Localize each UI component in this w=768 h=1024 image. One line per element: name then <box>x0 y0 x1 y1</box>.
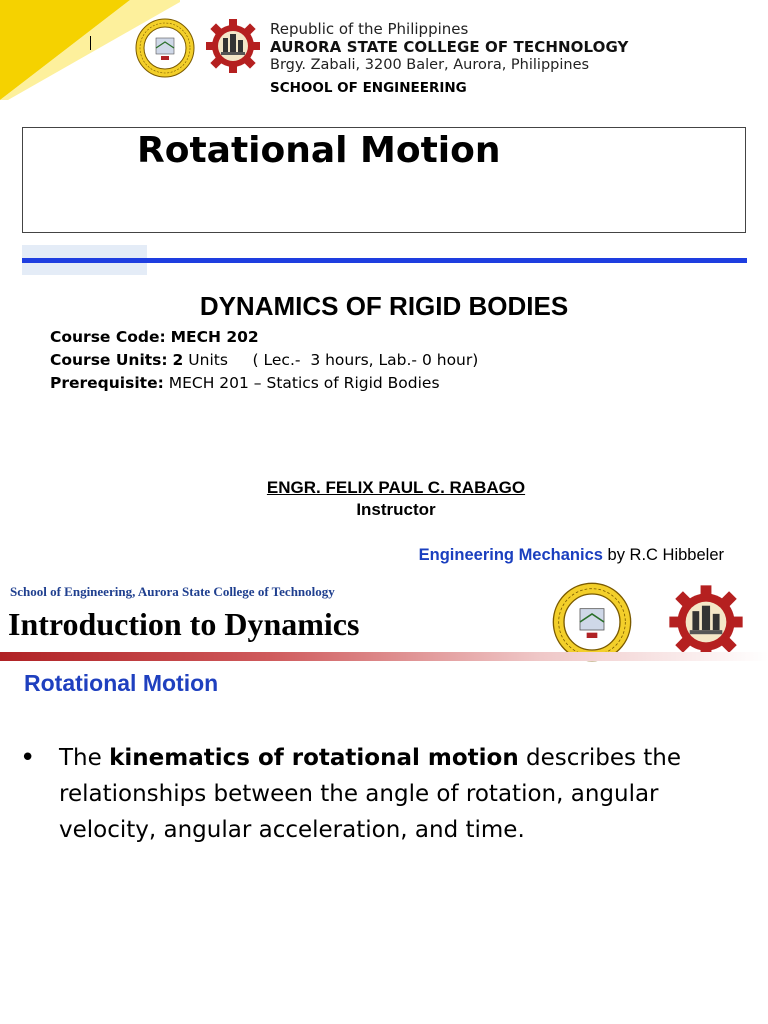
course-code-label: Course Code: <box>50 328 166 346</box>
bullet-text-emphasis: kinematics of rotational motion <box>109 745 519 771</box>
course-units-row: Course Units: 2 Units ( Lec.- 3 hours, L… <box>50 349 478 372</box>
course-title: DYNAMICS OF RIGID BODIES <box>199 291 569 321</box>
slide-course-cover: Republic of the Philippines AURORA STATE… <box>0 0 750 565</box>
slide-introduction: School of Engineering, Aurora State Coll… <box>0 578 768 1024</box>
bullet-text-pre: The <box>59 745 110 771</box>
bullet-text-post: describes the relationships between the … <box>59 745 682 843</box>
red-gradient-divider <box>0 652 768 661</box>
slide-title: Rotational Motion <box>137 130 501 171</box>
college-name: AURORA STATE COLLEGE OF TECHNOLOGY <box>270 38 629 56</box>
college-seal-icon <box>135 18 195 78</box>
yellow-corner-decoration <box>0 0 180 100</box>
engineering-gear-icon <box>206 19 260 73</box>
college-address: Brgy. Zabali, 3200 Baler, Aurora, Philip… <box>270 57 590 73</box>
prerequisite-row: Prerequisite: MECH 201 – Statics of Rigi… <box>50 372 478 395</box>
course-units-detail: Units ( Lec.- 3 hours, Lab.- 0 hour) <box>188 351 479 369</box>
school-name: SCHOOL OF ENGINEERING <box>270 80 467 96</box>
republic-line: Republic of the Philippines <box>270 20 469 38</box>
blue-divider-bar <box>22 258 747 263</box>
instructor-name: ENGR. FELIX PAUL C. RABAGO <box>266 478 526 497</box>
institution-header: Republic of the Philippines AURORA STATE… <box>270 20 750 74</box>
slide-title: Introduction to Dynamics <box>8 606 360 642</box>
bullet-text: The kinematics of rotational motion desc… <box>59 740 739 848</box>
course-units-label: Course Units: <box>50 351 168 369</box>
bullet-symbol: • <box>20 743 36 773</box>
course-code-value: MECH 202 <box>170 328 259 346</box>
course-units-value: 2 <box>172 351 184 369</box>
section-subtitle: Rotational Motion <box>24 670 219 696</box>
engineering-gear-icon <box>669 585 743 659</box>
course-code-row: Course Code: MECH 202 <box>50 326 478 349</box>
instructor-role: Instructor <box>356 500 436 519</box>
textbook-reference: Engineering Mechanics by R.C Hibbeler <box>419 546 724 565</box>
slide-school-line: School of Engineering, Aurora State Coll… <box>10 584 335 599</box>
college-seal-icon <box>552 582 632 662</box>
prerequisite-value: MECH 201 – Statics of Rigid Bodies <box>168 374 440 392</box>
course-info: Course Code: MECH 202 Course Units: 2 Un… <box>50 326 478 395</box>
text-cursor <box>90 36 91 50</box>
prerequisite-label: Prerequisite: <box>50 374 164 392</box>
textbook-title: Engineering Mechanics <box>418 546 603 564</box>
title-box: Rotational Motion <box>22 127 746 233</box>
textbook-author: by R.C Hibbeler <box>607 546 724 564</box>
